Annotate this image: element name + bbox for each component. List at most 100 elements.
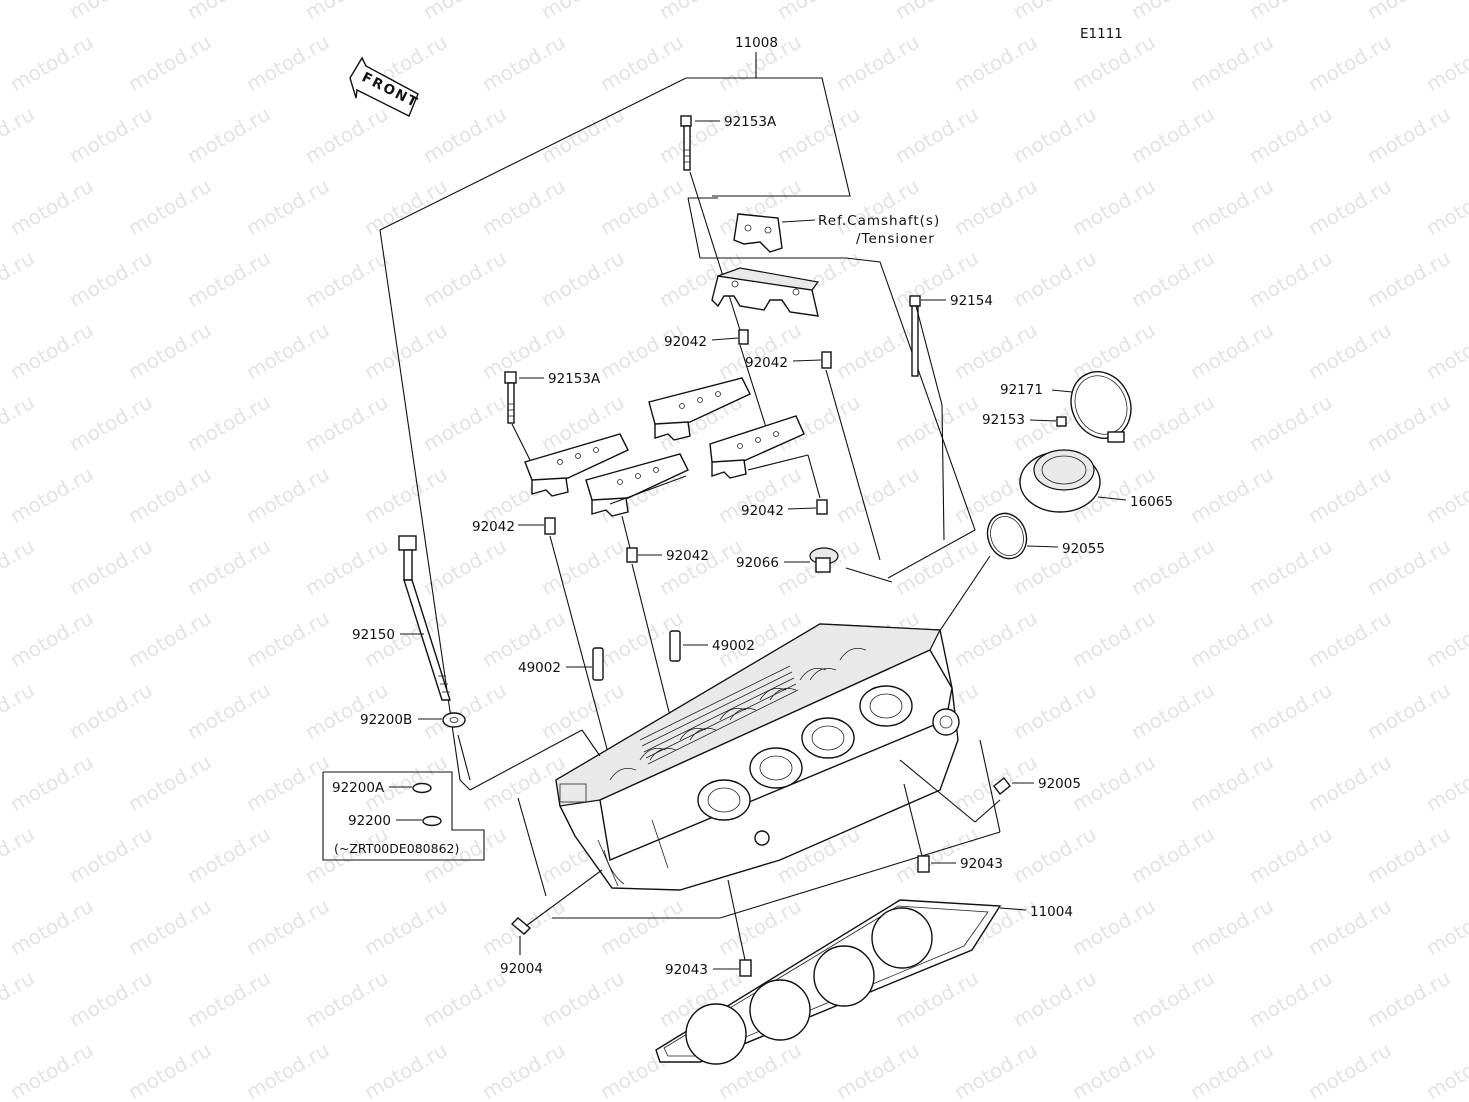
watermark-text: motod.ru bbox=[65, 102, 156, 169]
watermark-text: motod.ru bbox=[301, 246, 392, 313]
cam-cap-left-front bbox=[524, 433, 629, 497]
bolt-92153A-left: 92153A bbox=[504, 371, 601, 461]
watermark-text: motod.ru bbox=[242, 174, 333, 241]
label-92055: 92055 bbox=[1062, 541, 1105, 557]
clamp-92171: 92171 bbox=[1000, 371, 1132, 443]
watermark-text: motod.ru bbox=[242, 606, 333, 673]
watermark-text: motod.ru bbox=[124, 30, 215, 97]
watermark-text: motod.ru bbox=[1363, 678, 1454, 745]
watermark-text: motod.ru bbox=[124, 318, 215, 385]
watermark-text: motod.ru bbox=[301, 534, 392, 601]
watermark-text: motod.ru bbox=[891, 534, 982, 601]
watermark-text: motod.ru bbox=[1422, 1038, 1469, 1102]
cam-cap-right-front bbox=[585, 453, 689, 517]
watermark-text: motod.ru bbox=[1068, 1038, 1159, 1102]
watermark-text: motod.ru bbox=[6, 606, 97, 673]
watermark-text: motod.ru bbox=[1186, 894, 1277, 961]
watermark-text: motod.ru bbox=[0, 534, 38, 601]
watermark-text: motod.ru bbox=[1422, 30, 1469, 97]
watermark-text: motod.ru bbox=[1304, 30, 1395, 97]
watermark-text: motod.ru bbox=[832, 1038, 923, 1102]
watermark-text: motod.ru bbox=[242, 1038, 333, 1102]
ref-note-line1: Ref.Camshaft(s) bbox=[818, 213, 940, 229]
valve-guide-49002-right: 49002 bbox=[669, 630, 755, 662]
watermark-text: motod.ru bbox=[65, 246, 156, 313]
cam-cap-top bbox=[711, 267, 820, 317]
assembly-bracket: 11008 bbox=[379, 35, 976, 791]
watermark-text: motod.ru bbox=[1422, 750, 1469, 817]
holder-16065: 16065 bbox=[1019, 449, 1173, 513]
watermark-text: motod.ru bbox=[242, 462, 333, 529]
watermark-text: motod.ru bbox=[124, 606, 215, 673]
watermark-text: motod.ru bbox=[242, 894, 333, 961]
watermark-text: motod.ru bbox=[1068, 318, 1159, 385]
watermark-text: motod.ru bbox=[714, 894, 805, 961]
watermark-text: motod.ru bbox=[1363, 534, 1454, 601]
watermark-text: motod.ru bbox=[1186, 462, 1277, 529]
dowel-92043-bottom: 92043 bbox=[665, 879, 752, 978]
watermark-text: motod.ru bbox=[1245, 102, 1336, 169]
watermark-text: motod.ru bbox=[0, 822, 38, 889]
dowel-92042-c: 92042 bbox=[472, 517, 611, 761]
watermark-text: motod.ru bbox=[183, 246, 274, 313]
watermark-text: motod.ru bbox=[1068, 750, 1159, 817]
watermark-text: motod.ru bbox=[301, 102, 392, 169]
watermark-text: motod.ru bbox=[1068, 174, 1159, 241]
watermark-text: motod.ru bbox=[655, 0, 746, 24]
watermark-text: motod.ru bbox=[714, 318, 805, 385]
watermark-text: motod.ru bbox=[0, 0, 38, 24]
watermark-text: motod.ru bbox=[537, 966, 628, 1033]
watermark-text: motod.ru bbox=[950, 1038, 1041, 1102]
watermark-text: motod.ru bbox=[1127, 246, 1218, 313]
ref-camshaft-note: Ref.Camshaft(s) /Tensioner bbox=[781, 213, 940, 247]
watermark-text: motod.ru bbox=[183, 102, 274, 169]
watermark-text: motod.ru bbox=[1422, 174, 1469, 241]
cylinder-head bbox=[555, 623, 960, 891]
watermark-text: motod.ru bbox=[6, 174, 97, 241]
label-92005: 92005 bbox=[1038, 776, 1081, 792]
plug-92066: 92066 bbox=[736, 547, 893, 583]
watermark-text: motod.ru bbox=[6, 750, 97, 817]
watermark-text: motod.ru bbox=[1363, 246, 1454, 313]
label-92004: 92004 bbox=[500, 961, 543, 977]
watermark-text: motod.ru bbox=[773, 0, 864, 24]
watermark-text: motod.ru bbox=[65, 966, 156, 1033]
watermark-text: motod.ru bbox=[596, 30, 687, 97]
watermark-text: motod.ru bbox=[596, 318, 687, 385]
watermark-text: motod.ru bbox=[1009, 246, 1100, 313]
assembly-number: 11008 bbox=[735, 35, 778, 51]
watermark-text: motod.ru bbox=[360, 318, 451, 385]
diagram-code: E1111 bbox=[1080, 26, 1123, 42]
watermark-text: motod.ru bbox=[1009, 678, 1100, 745]
watermark-text: motod.ru bbox=[1245, 246, 1336, 313]
label-92200B: 92200B bbox=[360, 712, 412, 728]
watermark-text: motod.ru bbox=[1363, 966, 1454, 1033]
watermark-text: motod.ru bbox=[65, 390, 156, 457]
watermark-text: motod.ru bbox=[65, 0, 156, 24]
watermark-text: motod.ru bbox=[419, 390, 510, 457]
watermark-text: motod.ru bbox=[537, 102, 628, 169]
watermark-text: motod.ru bbox=[891, 822, 982, 889]
watermark-text: motod.ru bbox=[301, 390, 392, 457]
watermark-text: motod.ru bbox=[65, 678, 156, 745]
watermark-text: motod.ru bbox=[301, 0, 392, 24]
watermark-text: motod.ru bbox=[1422, 318, 1469, 385]
watermark-text: motod.ru bbox=[1363, 102, 1454, 169]
watermark-text: motod.ru bbox=[1422, 462, 1469, 529]
watermark-text: motod.ru bbox=[124, 894, 215, 961]
label-11004: 11004 bbox=[1030, 904, 1073, 920]
watermark-text: motod.ru bbox=[1127, 966, 1218, 1033]
watermark-text: motod.ru bbox=[1186, 318, 1277, 385]
watermark-text: motod.ru bbox=[1009, 102, 1100, 169]
label-92042-a: 92042 bbox=[664, 334, 707, 350]
watermark-text: motod.ru bbox=[1245, 822, 1336, 889]
watermark-text: motod.ru bbox=[1186, 750, 1277, 817]
oring-92055: 92055 bbox=[899, 512, 1105, 691]
watermark-text: motod.ru bbox=[183, 822, 274, 889]
label-92200A: 92200A bbox=[332, 780, 385, 796]
watermark-text: motod.ru bbox=[0, 678, 38, 745]
watermark-text: motod.ru bbox=[950, 30, 1041, 97]
watermark-text: motod.ru bbox=[1363, 390, 1454, 457]
watermark-text: motod.ru bbox=[832, 318, 923, 385]
